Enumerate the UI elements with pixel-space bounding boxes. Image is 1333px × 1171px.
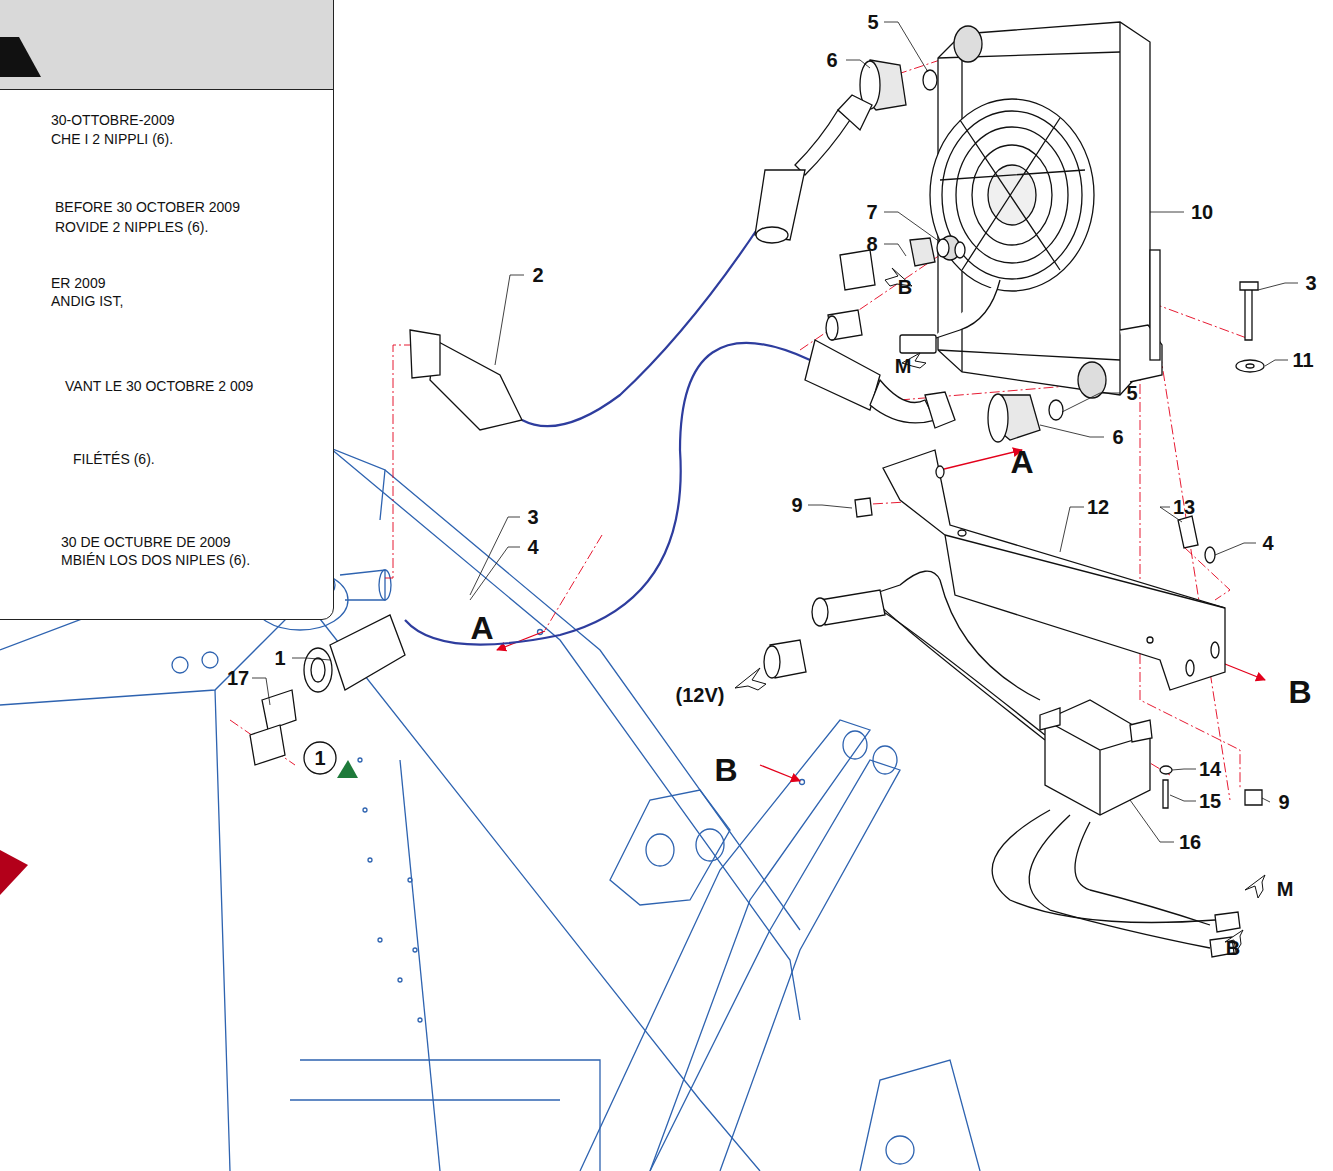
callout-number: 10: [1191, 202, 1213, 222]
view-letter: A: [1010, 446, 1033, 478]
callout-number: 4: [1262, 533, 1273, 553]
note-text: 30-OTTOBRE-2009: [51, 113, 174, 127]
callout-number: 3: [527, 507, 538, 527]
note-text: ANDIG IST,: [51, 294, 123, 308]
note-text: VANT LE 30 OCTOBRE 2 009: [65, 379, 253, 393]
note-text: 30 DE OCTUBRE DE 2009: [61, 535, 231, 549]
view-letter: B: [714, 754, 737, 786]
callout-number: 9: [1278, 792, 1289, 812]
callout-number: 12: [1087, 497, 1109, 517]
note-text: MBIÉN LOS DOS NIPLES (6).: [61, 553, 250, 567]
callout-number: 5: [1126, 383, 1137, 403]
callout-number: (12V): [676, 685, 725, 705]
callout-number: 16: [1179, 832, 1201, 852]
callout-number: 6: [1112, 427, 1123, 447]
note-text: BEFORE 30 OCTOBER 2009: [55, 200, 240, 214]
callout-number: 13: [1173, 497, 1195, 517]
note-text: CHE I 2 NIPPLI (6).: [51, 132, 173, 146]
callout-number: B: [898, 277, 912, 297]
callout-number: 2: [532, 265, 543, 285]
callout-number: 5: [867, 12, 878, 32]
callout-number: 17: [227, 668, 249, 688]
callout-number: 3: [1305, 273, 1316, 293]
note-box: 30-OTTOBRE-2009CHE I 2 NIPPLI (6). BEFORE…: [0, 0, 334, 620]
callout-number: B: [1226, 938, 1240, 958]
view-letter: A: [470, 612, 493, 644]
warning-triangle: [0, 0, 59, 89]
callout-number: M: [1277, 879, 1294, 899]
note-text: FILÉTÉS (6).: [73, 452, 155, 466]
callout-number: 1: [314, 748, 325, 768]
callout-number: 8: [866, 234, 877, 254]
callout-number: 15: [1199, 791, 1221, 811]
note-text: ROVIDE 2 NIPPLES (6).: [55, 220, 208, 234]
callout-number: 11: [1292, 350, 1313, 370]
view-letter: B: [1288, 676, 1311, 708]
callout-number: 7: [866, 202, 877, 222]
callout-number: 1: [274, 648, 285, 668]
note-text: ER 2009: [51, 276, 105, 290]
callout-number: 9: [791, 495, 802, 515]
callout-number: 14: [1199, 759, 1221, 779]
note-header: [0, 0, 333, 90]
callout-number: 6: [826, 50, 837, 70]
callout-number: 4: [527, 537, 538, 557]
callout-number: M: [895, 356, 912, 376]
